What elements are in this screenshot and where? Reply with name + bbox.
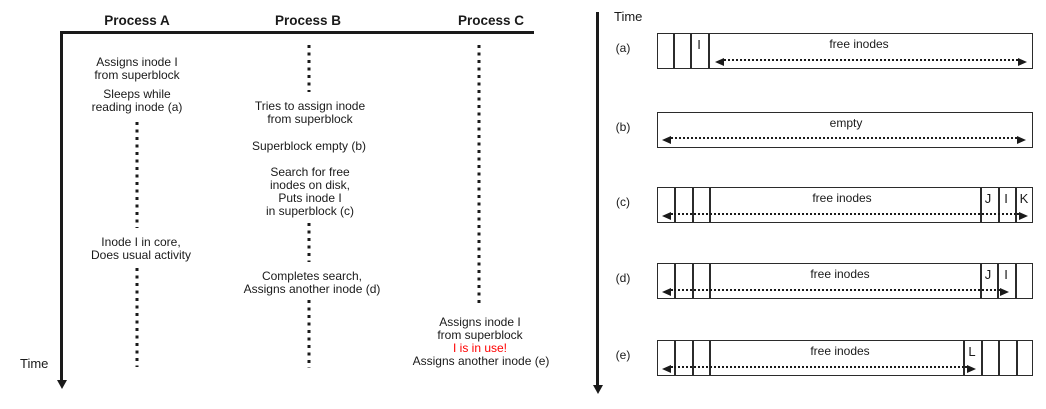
inode-letter-i: I [1004,191,1008,206]
inode-letter-j: J [984,191,992,206]
cell-divider [709,264,711,298]
inode-letter-i: I [1004,267,1008,282]
cell-divider [709,341,711,375]
cell-divider [980,188,982,222]
cell-divider [1015,264,1017,298]
row-c-inode-list-box: free inodes J I K [657,187,1033,223]
process-a-event-2: Sleeps while reading inode (a) [91,87,183,114]
process-a-event-1: Assigns inode I from superblock [94,55,180,82]
row-d-caption: free inodes [810,267,870,281]
left-top-rule [60,31,534,34]
row-d-free-range-arrow [662,287,1009,296]
cell-divider [1016,341,1018,375]
process-b-event-4: Completes search, Assigns another inode … [243,269,381,296]
row-a-inode-list-box: I free inodes [657,33,1033,69]
right-time-label: Time [614,9,643,24]
row-e-caption: free inodes [810,344,870,358]
inode-letter-j: J [984,267,992,282]
cell-divider [674,188,676,222]
inode-letter-l: L [968,344,976,359]
cell-divider [708,34,710,68]
cell-divider [1015,188,1017,222]
cell-divider [998,188,1000,222]
process-a-dotted-line-1 [135,122,139,228]
cell-divider [981,341,983,375]
cell-divider [690,34,692,68]
process-c-event-2: Assigns another inode (e) [412,354,550,368]
inode-letter-k: K [1019,191,1029,206]
row-a-free-range-arrow [715,57,1027,66]
cell-divider [998,341,1000,375]
row-c-free-range-arrow [662,211,1028,220]
cell-divider [674,264,676,298]
process-c-header: Process C [457,13,525,28]
cell-divider [673,34,675,68]
cell-divider [997,264,999,298]
process-b-event-3: Search for free inodes on disk, Puts ino… [265,165,355,218]
process-c-event-1: Assigns inode I from superblock [437,315,523,342]
cell-divider [674,341,676,375]
inode-letter-i: I [697,37,701,52]
cell-divider [692,188,694,222]
process-a-event-3: Inode I in core, Does usual activity [90,235,192,262]
row-b-inode-list-box: empty [657,112,1033,148]
process-a-dotted-line-2 [135,268,139,367]
row-c-label: (c) [616,195,630,209]
left-time-axis-arrow [60,31,63,381]
cell-divider [692,264,694,298]
process-a-header: Process A [104,13,170,28]
process-b-event-1: Tries to assign inode from superblock [254,99,366,126]
cell-divider [980,264,982,298]
row-b-label: (b) [615,120,631,134]
row-d-label: (d) [615,271,631,285]
cell-divider [692,341,694,375]
process-b-dotted-line-1 [307,45,311,92]
process-b-dotted-line-2 [307,223,311,262]
row-e-free-range-arrow [662,364,976,373]
row-b-caption: empty [829,116,863,130]
process-b-header: Process B [274,13,342,28]
row-e-inode-list-box: free inodes L [657,340,1033,376]
row-a-caption: free inodes [829,37,889,51]
row-c-caption: free inodes [812,191,872,205]
cell-divider [709,188,711,222]
row-b-free-range-arrow [662,135,1026,144]
row-e-label: (e) [615,348,631,362]
cell-divider [963,341,965,375]
process-c-dotted-line [477,45,481,303]
row-d-inode-list-box: free inodes J I [657,263,1033,299]
process-b-dotted-line-3 [307,300,311,368]
process-b-event-2: Superblock empty (b) [251,139,367,153]
row-a-label: (a) [615,41,631,55]
process-c-warning-text: I is in use! [452,341,508,355]
right-time-axis-arrow [596,12,599,386]
left-time-label: Time [20,356,49,371]
